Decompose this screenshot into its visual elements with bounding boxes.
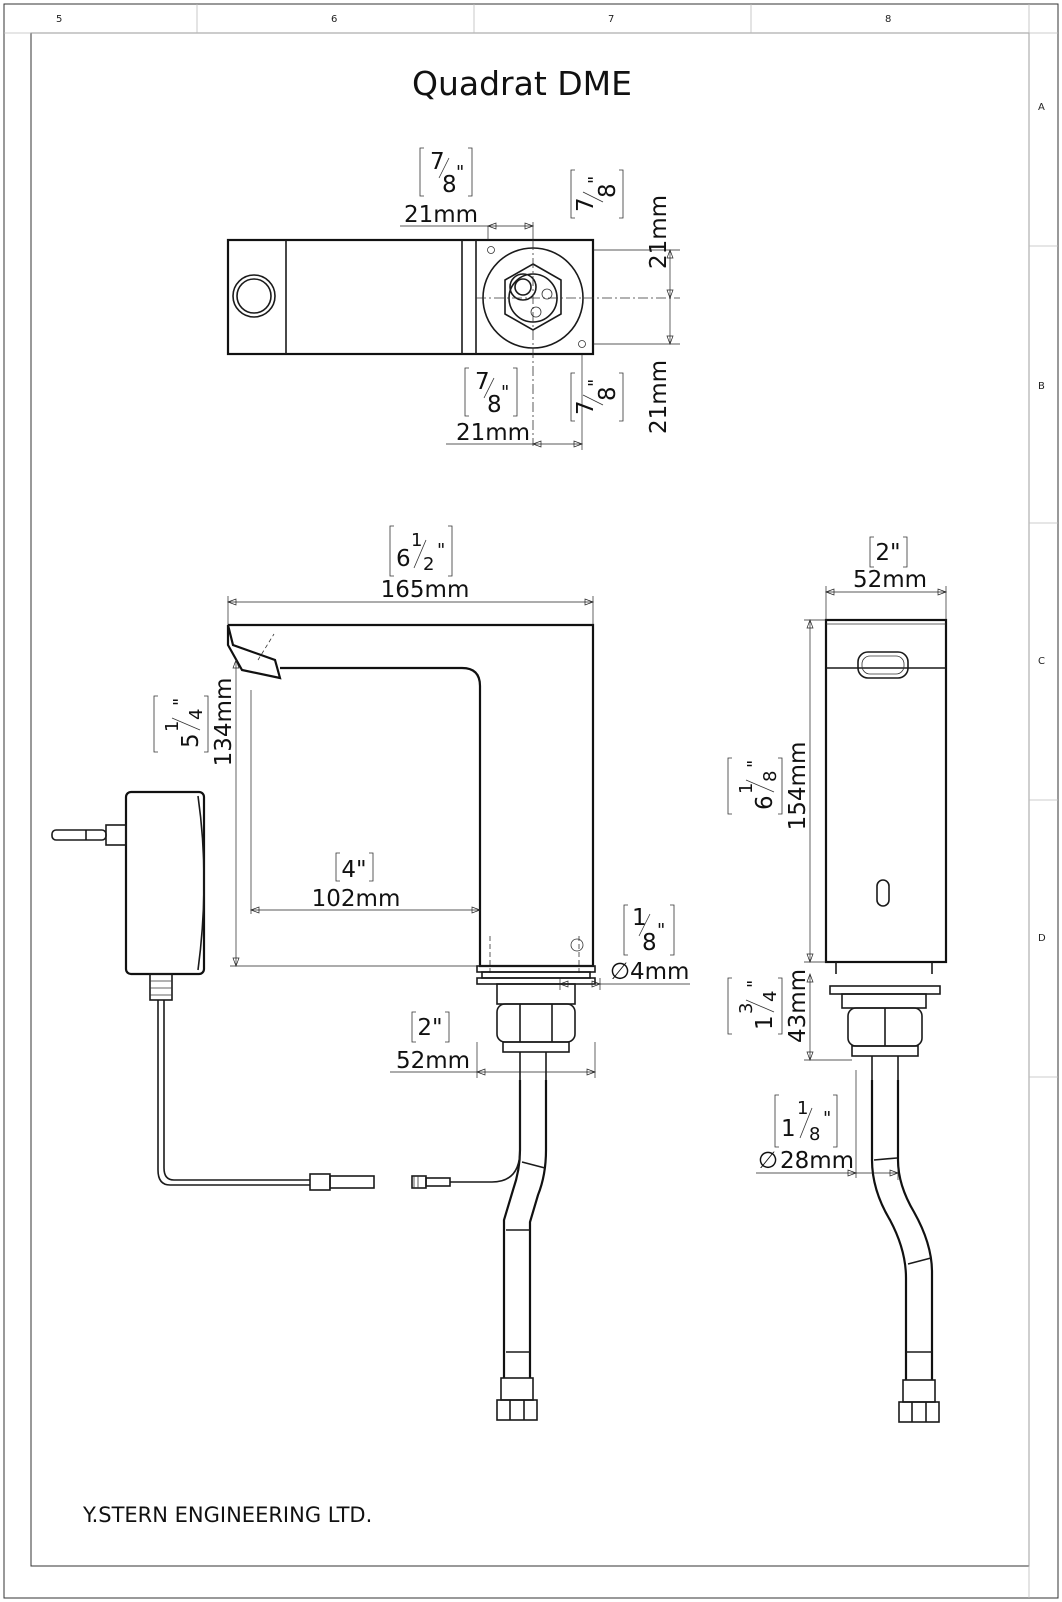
adapter-housing — [124, 790, 206, 976]
zone-col-5: 5 — [56, 14, 62, 25]
thread-in-num: 1 — [797, 1098, 808, 1119]
side-height-mm: 154mm — [785, 742, 811, 831]
thread-inch: " — [823, 1108, 831, 1129]
supply-hose-side — [870, 1080, 908, 1380]
reach-mm: 102mm — [312, 886, 401, 912]
sheet-frame — [3, 3, 1059, 1599]
top-view — [226, 238, 680, 446]
side-height-in-whole: 6 — [752, 795, 778, 810]
bottom-dim-mm: 21mm — [456, 420, 530, 446]
side-width-in: 2" — [875, 540, 900, 566]
shank-in-num: 3 — [736, 1003, 757, 1014]
power-adapter — [51, 790, 521, 1191]
faucet-body-outline — [228, 623, 595, 968]
company-name: Y.STERN ENGINEERING LTD. — [82, 1503, 372, 1527]
cable-connector-male — [329, 1175, 375, 1189]
overall-width-in-den: 2 — [423, 554, 434, 575]
top-dim-frac-num: 7 — [430, 149, 445, 175]
bottom-dim-frac-num: 7 — [475, 369, 490, 395]
right-top-dim-mm: 21mm — [646, 195, 672, 269]
top-dim-inch: " — [456, 162, 464, 183]
side-view-dimensions: 52mm 2" 154mm 6 1 8 " 43mm 1 3 4 — [727, 536, 947, 1180]
side-width-mm: 52mm — [853, 567, 927, 593]
front-view — [226, 623, 596, 1421]
shank-inch: " — [744, 980, 765, 988]
base-in: 2" — [417, 1015, 442, 1041]
thread-in-den: 8 — [809, 1124, 820, 1145]
supply-hose-left — [502, 1080, 522, 1378]
pin-inch: " — [657, 920, 665, 941]
hose-connector-front — [496, 1399, 538, 1421]
side-height-in-num: 1 — [736, 783, 757, 794]
cable-connector-female — [425, 1177, 451, 1187]
side-height-inch: " — [744, 760, 765, 768]
plug-pin — [51, 829, 107, 841]
right-bottom-dim-mm: 21mm — [646, 360, 672, 434]
pin-in-num: 1 — [632, 905, 647, 931]
sensor-button-side — [857, 651, 909, 679]
overall-height-in-whole: 5 — [178, 733, 204, 748]
zone-labels: 5 6 7 8 A B C D — [56, 14, 1046, 944]
top-view-dimensions: 21mm 7 8 " 21mm 7 8 " 21mm 7 8 " — [400, 147, 680, 450]
zone-col-6: 6 — [331, 14, 337, 25]
pin-dia-symbol: ∅ — [610, 959, 630, 985]
right-bottom-inch: " — [585, 379, 606, 387]
zone-col-8: 8 — [885, 14, 891, 25]
zone-row-b: B — [1038, 381, 1045, 392]
right-top-frac-den: 8 — [595, 183, 621, 198]
overall-height-mm: 134mm — [211, 678, 237, 767]
thread-in-whole: 1 — [781, 1116, 796, 1142]
bottom-dim-inch: " — [501, 382, 509, 403]
bottom-dim-frac-den: 8 — [487, 392, 502, 418]
thread-mm: 28mm — [780, 1148, 854, 1174]
right-top-frac-num: 7 — [573, 197, 599, 212]
shank-in-den: 4 — [760, 991, 781, 1002]
overall-width-inch: " — [437, 540, 445, 561]
zone-row-c: C — [1038, 656, 1045, 667]
overall-height-inch: " — [170, 698, 191, 706]
shank-in-whole: 1 — [752, 1015, 778, 1030]
zone-col-7: 7 — [608, 14, 614, 25]
drawing-title: Quadrat DME — [412, 64, 632, 103]
right-bottom-frac-den: 8 — [595, 386, 621, 401]
top-view-body — [226, 238, 595, 356]
thread-dia-symbol: ∅ — [758, 1148, 778, 1174]
sensor-window-side — [876, 879, 890, 907]
overall-height-in-den: 4 — [186, 709, 207, 720]
hex-nut-front — [496, 1003, 576, 1043]
sensor-button-top — [232, 274, 276, 318]
sensor-window-front — [570, 938, 584, 952]
side-body — [824, 618, 948, 964]
zone-row-d: D — [1038, 933, 1046, 944]
base-mm: 52mm — [396, 1048, 470, 1074]
side-view — [824, 618, 948, 1423]
top-dim-mm: 21mm — [404, 202, 478, 228]
top-dim-frac-den: 8 — [442, 172, 457, 198]
side-height-in-den: 8 — [760, 771, 781, 782]
right-bottom-frac-num: 7 — [573, 400, 599, 415]
shank-mm: 43mm — [785, 969, 811, 1043]
overall-width-mm: 165mm — [381, 577, 470, 603]
right-top-inch: " — [585, 176, 606, 184]
overall-width-in-whole: 6 — [396, 546, 411, 572]
spout-tip — [226, 624, 282, 680]
pin-in-den: 8 — [642, 930, 657, 956]
overall-width-in-num: 1 — [411, 530, 422, 551]
hose-connector-side — [898, 1401, 940, 1423]
pin-dia-mm: 4mm — [630, 959, 689, 985]
reach-in: 4" — [341, 857, 366, 883]
zone-row-a: A — [1038, 102, 1045, 113]
overall-height-in-num: 1 — [162, 721, 183, 732]
front-view-dimensions: 165mm 6 1 2 " 134mm 5 1 4 " 102mm 4" — [153, 525, 690, 1078]
